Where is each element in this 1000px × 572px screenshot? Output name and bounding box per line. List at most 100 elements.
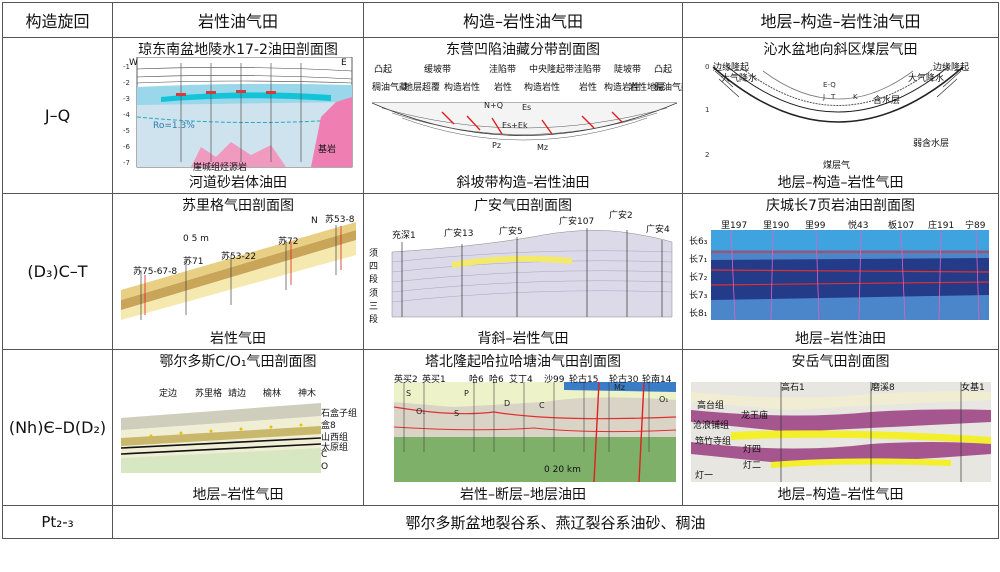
well-label: 哈6 [489, 375, 504, 385]
figure-title: 安岳气田剖面图 [791, 354, 890, 370]
header-tectonic-cycle: 构造旋回 [2, 2, 113, 38]
figure-caption: 岩性–断层–地层油田 [460, 487, 586, 503]
type-label: 岩性 [494, 83, 513, 93]
petroleum-fields-table: 构造旋回 岩性油气田 构造–岩性油气田 地层–构造–岩性油气田 J–Q 琼东南盆… [2, 2, 999, 539]
cell-sulige: 苏里格气田剖面图 苏75-67-8 苏71 苏53-22 苏72 苏53-8 N… [112, 193, 364, 350]
strat-label: S [406, 389, 411, 398]
formation-label: 高台组 [697, 401, 725, 411]
strat-label: T [830, 93, 836, 101]
formation-label: 灯四 [743, 445, 762, 455]
label-ro: Ro=1.3% [153, 121, 195, 131]
strat-label: Es [522, 103, 531, 112]
cell-lingshui: 琼东南盆地陵水17-2油田剖面图 -1-2-3-4-5-6-7 [112, 37, 364, 194]
cell-guangan: 广安气田剖面图 充深1 广安13 广安5 广安107 广安2 广安4 须四段 须… [363, 193, 683, 350]
well-label: 广安13 [444, 229, 474, 239]
zone-label: 洼陷带 [574, 65, 602, 75]
tick: 2 [705, 151, 709, 159]
formation-label: 灯二 [743, 461, 762, 471]
dongying-section-figure: N+Q Es Es+Ek Pz Mz [372, 101, 677, 152]
footer-text: 鄂尔多斯盆地裂谷系、燕辽裂谷系油砂、稠油 [112, 505, 999, 539]
qingcheng-section-figure [711, 230, 989, 320]
figure-caption: 河道砂岩体油田 [189, 175, 287, 191]
figure-title: 沁水盆地向斜区煤层气田 [763, 42, 918, 58]
type-label: 构造岩性 [604, 83, 641, 93]
strat-label: N+Q [484, 101, 503, 110]
well-label: 苏里格 [195, 389, 223, 399]
row-jq: J–Q 琼东南盆地陵水17-2油田剖面图 -1-2-3-4-5-6 [2, 37, 999, 194]
annotation: 边缘隆起 [933, 63, 970, 73]
type-label: 稠油气藏 [372, 83, 409, 93]
footer-row: Pt₂-₃ 鄂尔多斯盆地裂谷系、燕辽裂谷系油砂、稠油 [2, 505, 999, 539]
type-label: 构造岩性 [524, 83, 561, 93]
well-label: 神木 [298, 389, 317, 399]
strat-label: O₁ [416, 407, 426, 416]
well-label: 榆林 [263, 389, 282, 399]
annotation: 大气降水 [721, 74, 758, 84]
cell-ordos: 鄂尔多斯C/O₁气田剖面图 定边 苏里格 靖边 榆林 神木 石盒子组 盒8 山西… [112, 349, 364, 506]
formation-label: 山西组 [321, 433, 349, 443]
figure-title: 鄂尔多斯C/O₁气田剖面图 [159, 354, 317, 370]
label-source: 崖城组烃源岩 [193, 163, 248, 173]
well-label: 宁89 [965, 221, 986, 231]
scale-label: 0 20 km [544, 465, 581, 475]
well-label: 里99 [805, 221, 826, 231]
row-dct: (D₃)C–T 苏里格气田剖面图 苏75-67-8 苏71 苏53-22 苏72… [2, 193, 999, 350]
strat-label: Mz [614, 383, 625, 392]
era-label: (D₃)C–T [2, 193, 113, 350]
tick: 0 [705, 63, 709, 71]
lingshui-section-figure: -1-2-3-4-5-6-7 [123, 57, 353, 168]
formation-label: 太原组 [321, 443, 349, 453]
north-label: N [311, 216, 318, 226]
well-label: 苏53-8 [325, 215, 355, 225]
figure-title: 苏里格气田剖面图 [182, 198, 294, 214]
well-label: 沙99 [544, 375, 565, 385]
header-lithologic: 岩性油气田 [112, 2, 364, 38]
well-label: 高石1 [781, 383, 805, 393]
well-label: 广安4 [646, 225, 670, 235]
well-label: 磨溪8 [871, 383, 895, 393]
formation-label: 长6₃ [689, 237, 708, 247]
figure-caption: 斜坡带构造–岩性油田 [456, 175, 590, 191]
svg-text:-2: -2 [123, 79, 130, 87]
strat-label: S [454, 409, 459, 418]
formation-label: 须四段 [369, 249, 379, 285]
strat-label: C [539, 401, 545, 410]
type-label: 岩性地层 [629, 83, 666, 93]
scale-label: 0 5 m [183, 234, 209, 244]
well-label: 艾丁4 [509, 375, 533, 385]
well-label: 广安107 [559, 217, 595, 227]
figure-caption: 地层–构造–岩性气田 [777, 487, 904, 503]
guangan-section-figure [391, 228, 673, 318]
header-structural-lithologic: 构造–岩性油气田 [363, 2, 683, 38]
well-label: 悦43 [848, 221, 869, 231]
ordos-section-figure [121, 403, 321, 473]
figure-caption: 岩性气田 [210, 331, 266, 347]
type-label: 构造岩性 [444, 83, 481, 93]
well-label: 广安2 [609, 211, 633, 221]
figure-caption: 地层–构造–岩性气田 [777, 175, 904, 191]
zone-label: 陡坡带 [614, 65, 642, 75]
well-label: 苏71 [183, 257, 204, 267]
halahatang-section-figure: S O₁ P D C Mz S O₁ [394, 382, 676, 482]
label-basement: 基岩 [318, 145, 337, 155]
sulige-section-figure [121, 222, 356, 320]
strat-label: P [464, 389, 469, 398]
strat-label: E-Q [823, 81, 836, 89]
strat-label: D [504, 399, 510, 408]
zone-label: 洼陷带 [489, 65, 517, 75]
formation-label: 长7₂ [689, 273, 708, 283]
svg-text:-1: -1 [123, 63, 130, 71]
svg-text:-6: -6 [123, 143, 131, 151]
strat-label: K [853, 93, 858, 101]
well-label: 轮古15 [569, 375, 599, 385]
cell-qingcheng: 庆城长7页岩油田剖面图 里197 里190 里99 悦43 板107 庄191 … [682, 193, 999, 350]
type-label: 地层超覆 [404, 83, 441, 93]
zone-label: 凸起 [654, 65, 673, 75]
formation-label: 石盒子组 [321, 409, 358, 419]
type-label: 岩性 [579, 83, 598, 93]
header-row: 构造旋回 岩性油气田 构造–岩性油气田 地层–构造–岩性油气田 [2, 2, 999, 38]
figure-title: 广安气田剖面图 [474, 198, 572, 214]
type-label: 稠油气藏 [654, 83, 682, 93]
era-label: Pt₂-₃ [2, 505, 113, 539]
